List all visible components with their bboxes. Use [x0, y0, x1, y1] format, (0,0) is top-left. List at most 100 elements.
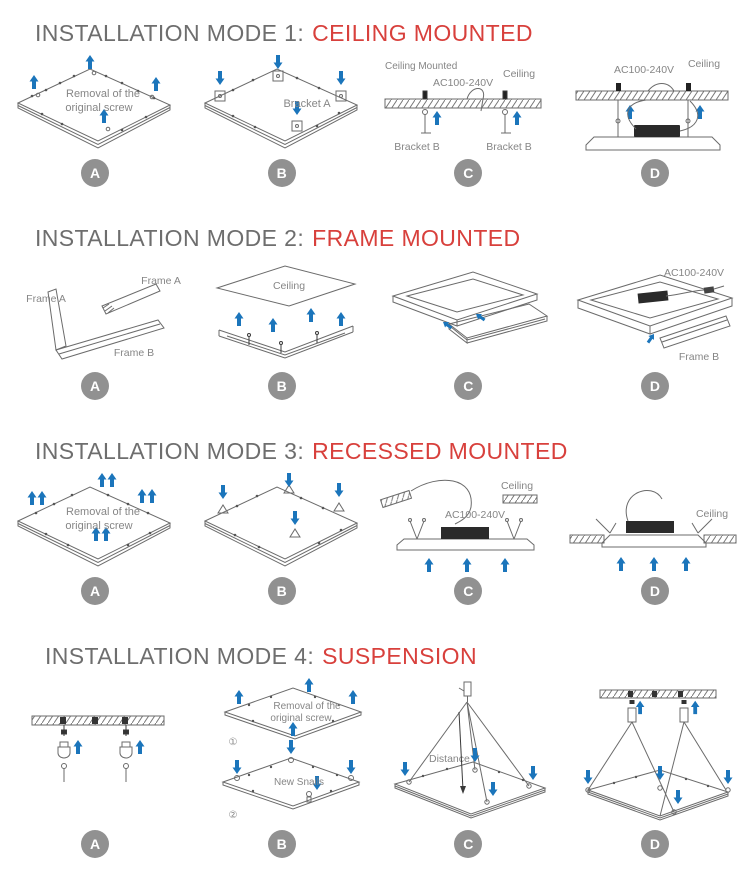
- step-badge-b: B: [267, 577, 296, 605]
- up-arrow-icon: [625, 105, 705, 119]
- mode1-step-b-cell: Bracket A B: [189, 51, 375, 187]
- section-mode-1: INSTALLATION MODE 1:CEILING MOUNTED: [0, 20, 750, 187]
- frame-b-bar: [659, 315, 731, 349]
- diagram-mode1-step-c: Ceiling Mounted AC100-240V Ceiling Brack…: [384, 61, 542, 153]
- screw-dots: [422, 767, 525, 782]
- mode1-step-a-cell: Removal of the original screw A: [2, 51, 188, 187]
- label-ceiling: Ceiling: [688, 58, 720, 70]
- frame-open: [391, 271, 539, 327]
- section-3-title: INSTALLATION MODE 3:RECESSED MOUNTED: [35, 438, 750, 465]
- section-1-row: Removal of the original screw A: [0, 51, 750, 187]
- label-power: AC100-240V: [433, 77, 493, 89]
- up-arrow-icon: [424, 558, 510, 572]
- mode4-step-c-cell: Distance C: [375, 674, 561, 858]
- step-badge-c: C: [454, 159, 483, 187]
- ceiling-piece-right: [703, 534, 737, 544]
- step-badge-a: A: [81, 830, 109, 858]
- mode2-step-c-cell: C: [375, 256, 561, 400]
- label-power: AC100-240V: [614, 64, 674, 76]
- section-2-title-highlight: FRAME MOUNTED: [312, 225, 521, 251]
- mode4-step-b-cell: Removal of the original screw ①: [189, 674, 375, 858]
- label-step-2: ②: [228, 810, 237, 821]
- folded-clips: [595, 518, 713, 534]
- led-driver: [637, 290, 669, 304]
- step-badge-c: C: [454, 577, 483, 605]
- label-new-snails: New Snails: [274, 777, 324, 788]
- label-frame-a-right: Frame A: [141, 275, 181, 287]
- ceiling-plane: [214, 265, 357, 307]
- down-arrow-icon: [218, 473, 344, 525]
- ceiling-piece-right: [502, 494, 538, 504]
- step-badge-c: C: [454, 830, 483, 858]
- panel-outline: [16, 68, 172, 149]
- label-bracket-b-right: Bracket B: [487, 141, 533, 153]
- mode3-step-b-cell: B: [189, 469, 375, 605]
- panel-outline: [16, 486, 172, 567]
- bracket-a-clips: [214, 70, 347, 132]
- screw-dots: [30, 74, 156, 132]
- label-power: AC100-240V: [445, 509, 505, 521]
- bolts: [615, 83, 691, 91]
- ceiling-bar: [384, 98, 542, 109]
- diagram-mode1-step-b: Bracket A: [203, 55, 358, 149]
- mode2-step-b-cell: Ceiling B: [189, 256, 375, 400]
- section-1-title: INSTALLATION MODE 1:CEILING MOUNTED: [35, 20, 750, 47]
- label-ceiling: Ceiling: [503, 68, 535, 80]
- label-removal-line2: original screw: [65, 102, 132, 114]
- up-arrow-icon: [73, 740, 145, 754]
- diagram-mode2-step-d: AC100-240V Frame B: [576, 267, 734, 363]
- frame-pieces: [47, 283, 165, 360]
- diagram-mode3-step-d: Ceiling: [569, 490, 737, 571]
- ceiling-piece-left: [569, 534, 605, 544]
- panel-sliding: [448, 303, 549, 345]
- mode3-step-d-cell: Ceiling D: [562, 469, 748, 605]
- label-ceiling: Ceiling: [696, 508, 728, 520]
- hanger-right: [679, 700, 689, 723]
- screw-dots: [231, 76, 340, 129]
- panel-bottom: [221, 757, 361, 810]
- panel-side: [585, 136, 721, 151]
- section-2-row: Frame A Frame A Frame B A Ceiling: [0, 256, 750, 400]
- mode3-step-c-cell: Ceiling AC100-240V C: [375, 469, 561, 605]
- step-badge-a: A: [81, 372, 109, 400]
- bracket-b-hooks: [421, 109, 512, 134]
- section-4-title: INSTALLATION MODE 4:SUSPENSION: [45, 643, 750, 670]
- section-4-row: A Removal of the original screw ①: [0, 674, 750, 858]
- step-badge-b: B: [267, 159, 296, 187]
- slide-arrow-icon: [441, 311, 487, 331]
- step-badge-d: D: [640, 577, 669, 605]
- power-cable: [411, 479, 472, 525]
- driver-cable: [665, 285, 725, 297]
- screw-dots-top: [247, 695, 340, 723]
- led-driver: [633, 125, 680, 137]
- hanger-left: [627, 700, 637, 723]
- hanger-right: [119, 725, 133, 782]
- spring-clips: [216, 484, 345, 538]
- diagram-mode4-step-c: Distance: [393, 681, 547, 819]
- label-frame-a-left: Frame A: [26, 293, 66, 305]
- ceiling-bar: [575, 90, 729, 101]
- section-mode-4: INSTALLATION MODE 4:SUSPENSION: [0, 643, 750, 858]
- top-fitting: [459, 681, 472, 702]
- mode1-step-c-cell: Ceiling Mounted AC100-240V Ceiling Brack…: [375, 51, 561, 187]
- section-mode-3: INSTALLATION MODE 3:RECESSED MOUNTED: [0, 438, 750, 605]
- step-badge-d: D: [640, 830, 669, 858]
- diagram-mode4-step-a: [31, 715, 165, 782]
- mount-rods: [615, 100, 691, 137]
- label-power: AC100-240V: [664, 267, 724, 279]
- label-removal-line1: Removal of the: [273, 701, 341, 712]
- snail-fittings: [233, 757, 354, 803]
- mode4-step-d-cell: D: [562, 674, 748, 858]
- bolts: [422, 90, 508, 100]
- diagram-mode2-step-c: [391, 271, 549, 345]
- label-removal-line1: Removal of the: [66, 88, 140, 100]
- label-removal-line2: original screw: [270, 713, 332, 724]
- panel-top: [223, 687, 363, 740]
- label-bracket-a: Bracket A: [283, 98, 331, 110]
- label-frame-b: Frame B: [114, 347, 154, 359]
- diagram-mode4-step-b: Removal of the original screw ①: [221, 678, 363, 821]
- step-badge-d: D: [640, 372, 669, 400]
- label-removal-line1: Removal of the: [66, 506, 140, 518]
- section-3-row: Removal of the original screw A: [0, 469, 750, 605]
- section-2-title-prefix: INSTALLATION MODE 2:: [35, 225, 305, 251]
